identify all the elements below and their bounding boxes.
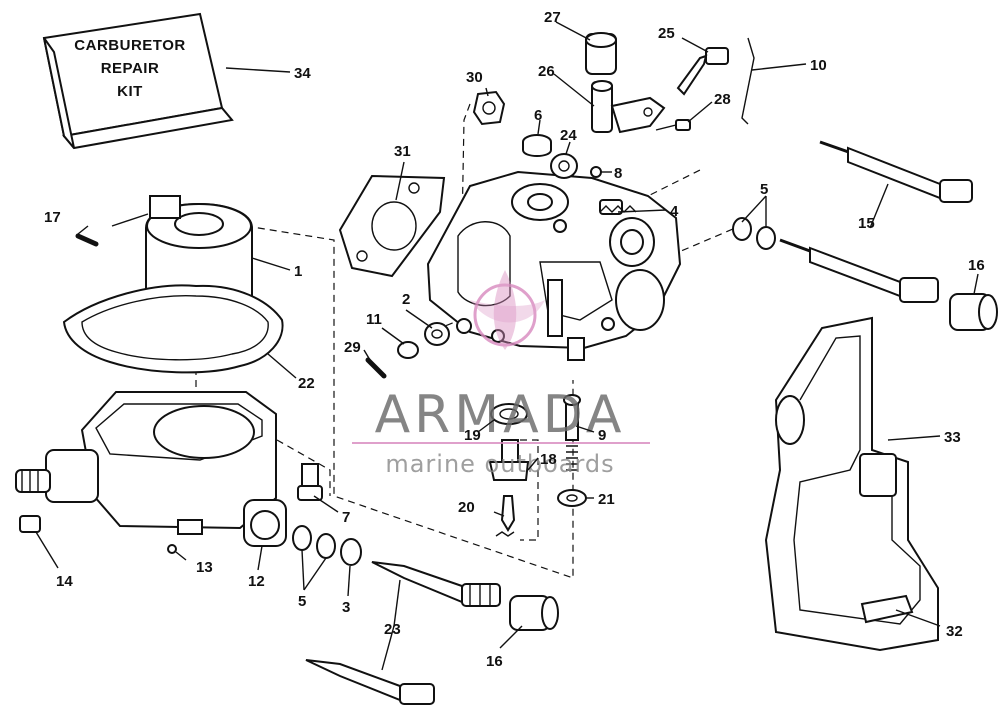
lever-screw (655, 119, 691, 131)
callout-12: 12 (248, 573, 265, 590)
callout-18: 18 (540, 451, 557, 468)
callout-11: 11 (366, 311, 382, 328)
callout-31: 31 (394, 143, 411, 160)
low-speed-needle (371, 561, 501, 607)
callout-14: 14 (56, 573, 73, 590)
callout-15: 15 (858, 215, 875, 232)
packing-left-b (316, 533, 336, 559)
callout-30: 30 (466, 69, 483, 86)
float-pin (75, 233, 99, 247)
choke-bracket (764, 316, 939, 652)
callout-29: 29 (344, 339, 361, 356)
callout-32: 32 (946, 623, 963, 640)
bowl-screw (297, 463, 323, 501)
watermark-emblem (470, 270, 545, 350)
callout-7: 7 (342, 509, 350, 526)
high-speed-needle (305, 659, 435, 705)
throttle-spring (599, 205, 637, 213)
needle-valve-lower (779, 238, 939, 303)
pin-29 (365, 357, 387, 379)
callout-3: 3 (342, 599, 350, 616)
spacer (585, 32, 617, 75)
nozzle (488, 439, 530, 481)
callout-1: 1 (294, 263, 302, 280)
repair-kit-line2: REPAIR (101, 60, 160, 77)
choke-link (741, 37, 755, 125)
needle-valve-upper (819, 140, 973, 203)
callout-28: 28 (714, 91, 731, 108)
watermark-brand: ARMADA (375, 385, 626, 445)
seal-strip (860, 594, 914, 624)
callout-6: 6 (534, 107, 542, 124)
washer-nozzle (550, 153, 578, 179)
callout-34: 34 (294, 65, 311, 82)
callout-2: 2 (402, 291, 410, 308)
valve-seat-washer (490, 403, 528, 425)
washer-11 (397, 341, 419, 359)
armada-watermark: ARMADA marine outboards (352, 270, 650, 478)
float-bowl-gasket (62, 284, 284, 374)
callout-19: 19 (464, 427, 481, 444)
throttle-lever (591, 80, 666, 134)
check-ball (167, 544, 177, 554)
packing-right-a (732, 217, 752, 241)
callout-5-upper: 5 (760, 181, 768, 198)
idle-screw (563, 394, 581, 471)
callout-4: 4 (670, 203, 679, 220)
plug-idle (522, 134, 552, 157)
callout-13: 13 (196, 559, 213, 576)
float-bowl (80, 391, 287, 547)
callout-labels: 34 17 1 22 2 11 29 31 30 6 24 8 4 27 26 … (44, 9, 985, 670)
callout-16-lower: 16 (486, 653, 503, 670)
repair-kit-line3: KIT (117, 83, 143, 100)
inlet-plug (19, 515, 41, 533)
packing-left-a (292, 525, 312, 551)
washer-low-speed (340, 538, 362, 566)
flange-gasket (338, 174, 446, 278)
callout-21: 21 (598, 491, 615, 508)
callout-23: 23 (384, 621, 401, 638)
callout-16-upper: 16 (968, 257, 985, 274)
callout-8: 8 (614, 165, 622, 182)
watermark-tagline: marine outboards (385, 450, 614, 478)
callout-33: 33 (944, 429, 961, 446)
seal-2 (424, 322, 450, 346)
throttle-screw (676, 47, 729, 96)
callout-5-lower: 5 (298, 593, 306, 610)
inlet-needle (495, 495, 516, 537)
callout-17: 17 (44, 209, 61, 226)
callout-25: 25 (658, 25, 675, 42)
repair-kit-line1: CARBURETOR (74, 37, 185, 54)
callout-26: 26 (538, 63, 555, 80)
callout-10: 10 (810, 57, 827, 74)
callout-27: 27 (544, 9, 561, 26)
needle-packing-nut-upper (949, 293, 998, 331)
nut-throttle (472, 90, 506, 126)
ball-upper (590, 166, 602, 178)
callout-22: 22 (298, 375, 315, 392)
packing-right-b (756, 226, 776, 250)
repair-kit-box: CARBURETOR REPAIR KIT (42, 12, 234, 150)
callout-20: 20 (458, 499, 475, 516)
leader-lines (35, 21, 979, 671)
needle-packing-nut-lower (509, 595, 559, 631)
callout-24: 24 (560, 127, 577, 144)
idle-screw-washer (557, 489, 587, 507)
callout-9: 9 (598, 427, 606, 444)
fuel-inlet-fitting (15, 449, 99, 503)
carburetor-body (426, 170, 682, 361)
